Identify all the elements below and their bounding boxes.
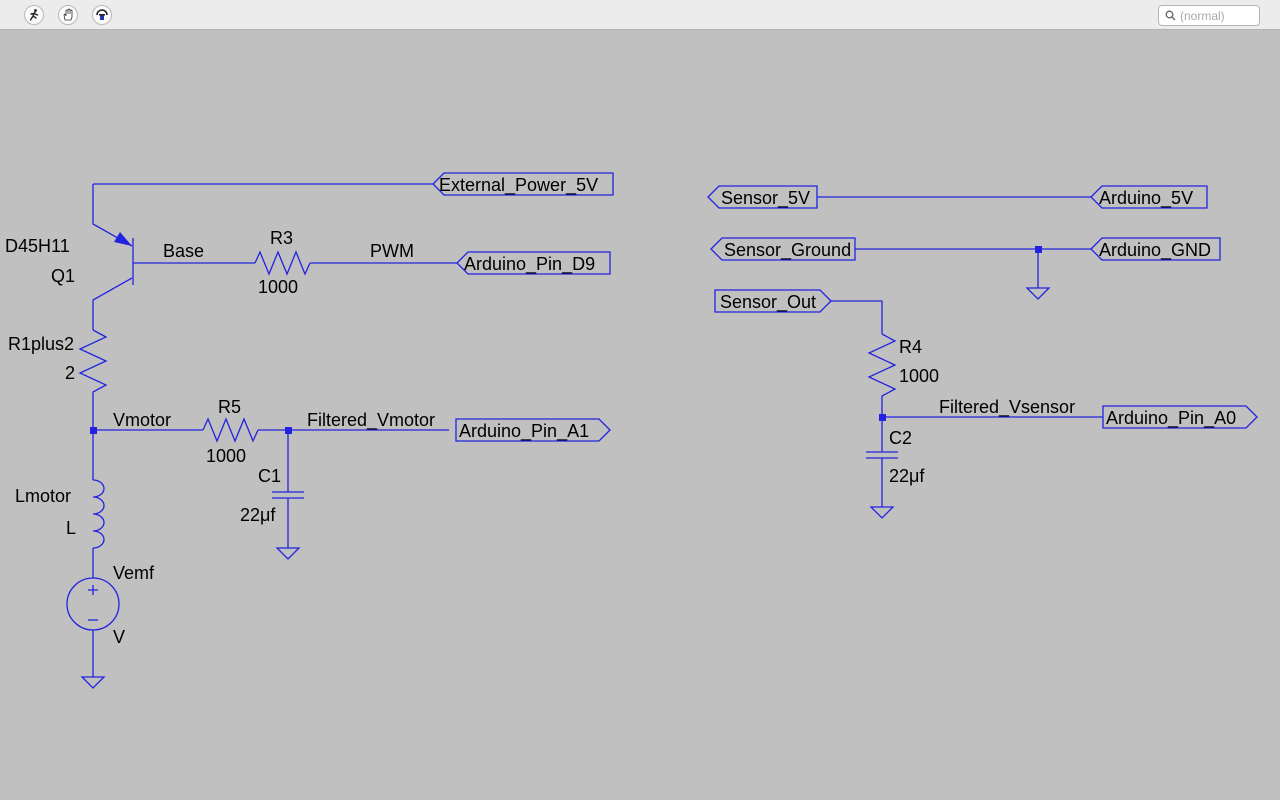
q1-model-label: D45H11 [5,236,70,256]
r5-name-label: R5 [218,397,241,417]
r3-value-label: 1000 [258,277,298,297]
probe-icon[interactable] [92,5,112,25]
c1-value-label: 22μf [240,505,276,525]
port-label-arduino-gnd: Arduino_GND [1099,240,1211,261]
r4-resistor [867,333,897,417]
plus-icon [88,585,98,595]
wire-sensor-out [831,300,883,334]
schematic-drawing: External_Power_5V Arduino_Pin_D9 Arduino… [5,172,1258,689]
r4-name-label: R4 [899,337,922,357]
net-label-pwm: PWM [370,241,414,261]
wire-q1-emitter [92,184,133,247]
r5-resistor [202,417,259,443]
r5-value-label: 1000 [206,446,246,466]
ground-icon [869,506,895,519]
port-sensor-out[interactable] [714,289,832,313]
hand-pan-icon[interactable] [58,5,78,25]
lmotor-name-label: Lmotor [15,486,71,506]
ground-icon [275,547,301,560]
search-icon [1165,10,1176,21]
port-arduino-pin-a1[interactable] [455,418,611,442]
vemf-value-label: V [113,627,125,647]
port-label-sensor-out: Sensor_Out [720,292,816,313]
net-label-filtered-vmotor: Filtered_Vmotor [307,410,435,431]
port-label-arduino-pin-a1: Arduino_Pin_A1 [459,421,589,442]
c1-capacitor [272,491,304,499]
port-label-arduino-5v: Arduino_5V [1099,188,1193,209]
lmotor-value-label: L [66,518,76,538]
r4-value-label: 1000 [899,366,939,386]
net-label-base: Base [163,241,204,261]
port-sensor-ground[interactable] [710,237,856,261]
net-label-filtered-vsensor: Filtered_Vsensor [939,397,1075,418]
port-label-arduino-pin-d9: Arduino_Pin_D9 [464,254,595,275]
q1-name-label: Q1 [51,266,75,286]
port-label-sensor-ground: Sensor_Ground [724,240,851,261]
port-external-power-5v[interactable] [432,172,614,196]
c2-capacitor [866,451,898,459]
c2-value-label: 22μf [889,466,925,486]
r1plus2-name-label: R1plus2 [8,334,74,354]
r1plus2-resistor [78,329,108,430]
vemf-name-label: Vemf [113,563,155,583]
port-arduino-pin-a0[interactable] [1102,405,1258,429]
port-label-external-power-5v: External_Power_5V [439,175,598,196]
lmotor-inductor [92,479,105,549]
net-label-vmotor: Vmotor [113,410,171,430]
r3-name-label: R3 [270,228,293,248]
port-sensor-5v[interactable] [707,185,818,209]
c2-name-label: C2 [889,428,912,448]
ground-icon [1025,287,1051,300]
port-label-sensor-5v: Sensor_5V [721,188,810,209]
search-input[interactable] [1180,7,1256,24]
run-icon[interactable] [24,5,44,25]
port-arduino-pin-d9[interactable] [456,251,611,275]
r3-resistor [254,250,311,276]
r1plus2-value-label: 2 [65,363,75,383]
wire-q1-collector [92,277,133,330]
c1-name-label: C1 [258,466,281,486]
q1-emitter-arrow [114,232,132,246]
port-arduino-5v[interactable] [1090,185,1208,209]
search-box[interactable] [1158,5,1260,26]
port-arduino-gnd[interactable] [1090,237,1221,261]
toolbar [0,0,1280,30]
ground-icon [80,676,106,689]
port-label-arduino-pin-a0: Arduino_Pin_A0 [1106,408,1236,429]
schematic-canvas[interactable]: External_Power_5V Arduino_Pin_D9 Arduino… [0,31,1280,800]
